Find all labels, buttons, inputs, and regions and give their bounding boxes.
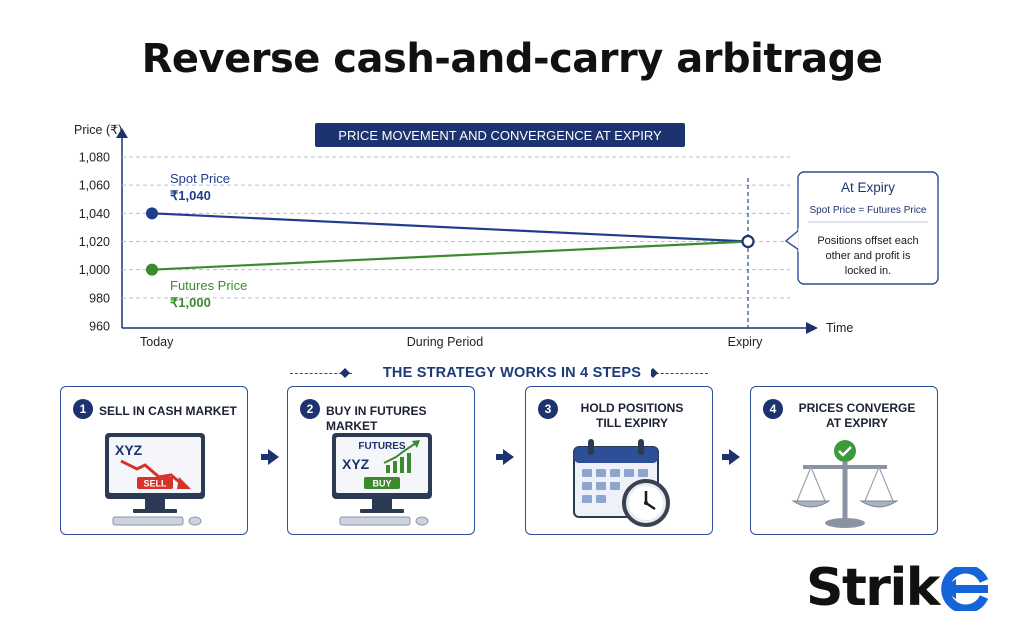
spot-series-name: Spot Price <box>170 171 230 186</box>
step-label-line-1: PRICES CONVERGE <box>798 401 916 415</box>
x-axis-label: Time <box>826 321 853 335</box>
step-label: BUY IN FUTURES MARKET <box>326 404 427 433</box>
expiry-callout: At Expiry Spot Price = Futures Price Pos… <box>784 171 939 285</box>
step-number: 4 <box>763 399 783 419</box>
step-number: 1 <box>73 399 93 419</box>
step-arrow-icon <box>261 449 279 465</box>
screen-ticker: XYZ <box>342 456 370 472</box>
screen-title: FUTURES <box>358 441 406 452</box>
step-label: SELL IN CASH MARKET <box>99 404 237 418</box>
step-label-line-2: TILL EXPIRY <box>595 416 668 430</box>
chart-title: PRICE MOVEMENT AND CONVERGENCE AT EXPIRY <box>338 128 662 143</box>
grid-lines <box>122 156 790 299</box>
logo-text: Strik <box>806 558 940 618</box>
futures-start-value: ₹1,000 <box>170 295 211 310</box>
y-tick-label: 980 <box>89 291 110 305</box>
balance-scale-icon <box>791 440 899 528</box>
monitor-sell-icon: XYZ SELL <box>105 433 205 526</box>
step-label-line-2: AT EXPIRY <box>825 416 888 430</box>
step-number: 3 <box>538 399 558 419</box>
steps-rule-left <box>290 373 352 374</box>
y-tick-label: 1,060 <box>79 179 110 193</box>
steps-rule-right <box>646 373 708 374</box>
x-tick-labels: Today During Period Expiry <box>140 335 763 349</box>
y-tick-label: 1,040 <box>79 207 110 221</box>
step-card-1: 1 SELL IN CASH MARKET XYZ SELL <box>60 386 248 535</box>
calendar-clock-icon <box>573 439 670 527</box>
data-point-spot-today <box>146 207 158 220</box>
buy-tag: BUY <box>372 479 391 489</box>
x-tick-label: Expiry <box>728 335 763 349</box>
step-card-2: 2 BUY IN FUTURES MARKET FUTURES XYZ BUY <box>287 386 475 535</box>
y-axis-label: Price (₹) <box>74 123 122 137</box>
series-line-futures <box>151 240 749 271</box>
e-arrow-icon <box>941 567 988 611</box>
page-title: Reverse cash-and-carry arbitrage <box>141 36 883 82</box>
step-label-line-1: HOLD POSITIONS <box>580 401 684 415</box>
x-tick-label: Today <box>140 335 174 349</box>
y-axis-arrowhead <box>116 128 128 138</box>
callout-title: At Expiry <box>841 180 895 195</box>
convergence-point <box>741 234 755 249</box>
callout-line-3: locked in. <box>845 265 891 277</box>
series-line-spot <box>151 212 749 243</box>
step-arrow-icon <box>496 449 514 465</box>
steps-heading-text: THE STRATEGY WORKS IN 4 STEPS <box>372 365 652 381</box>
callout-line-2: other and profit is <box>826 250 911 262</box>
steps-heading: THE STRATEGY WORKS IN 4 STEPS <box>0 364 1024 382</box>
step-label: HOLD POSITIONS TILL EXPIRY <box>556 401 708 431</box>
step-label: PRICES CONVERGE AT EXPIRY <box>781 401 933 431</box>
callout-subtitle: Spot Price = Futures Price <box>810 205 927 216</box>
chart-title-banner <box>315 123 685 147</box>
step-card-4: 4 PRICES CONVERGE AT EXPIRY <box>750 386 938 535</box>
strike-logo: Strik <box>806 558 992 618</box>
callout-line-1: Positions offset each <box>817 235 918 247</box>
screen-ticker: XYZ <box>115 442 143 458</box>
diamond-left-icon <box>340 368 350 378</box>
y-tick-label: 960 <box>89 320 110 334</box>
y-tick-labels: 1,080 1,060 1,040 1,020 1,000 980 960 <box>79 151 110 334</box>
x-tick-label: During Period <box>407 335 483 349</box>
y-tick-label: 1,000 <box>79 263 110 277</box>
futures-series-name: Futures Price <box>170 278 247 293</box>
step-arrow-icon <box>722 449 740 465</box>
data-point-futures-today <box>146 263 158 276</box>
y-tick-label: 1,080 <box>79 151 110 165</box>
y-tick-label: 1,020 <box>79 235 110 249</box>
x-axis-arrowhead <box>806 322 818 334</box>
sell-tag: SELL <box>143 479 167 489</box>
step-number: 2 <box>300 399 320 419</box>
spot-start-value: ₹1,040 <box>170 188 211 203</box>
monitor-buy-icon: FUTURES XYZ BUY <box>332 433 432 526</box>
step-card-3: 3 HOLD POSITIONS TILL EXPIRY <box>525 386 713 535</box>
price-chart: Price (₹) Time 1,080 1,060 1,040 1,020 1,000… <box>74 123 939 349</box>
